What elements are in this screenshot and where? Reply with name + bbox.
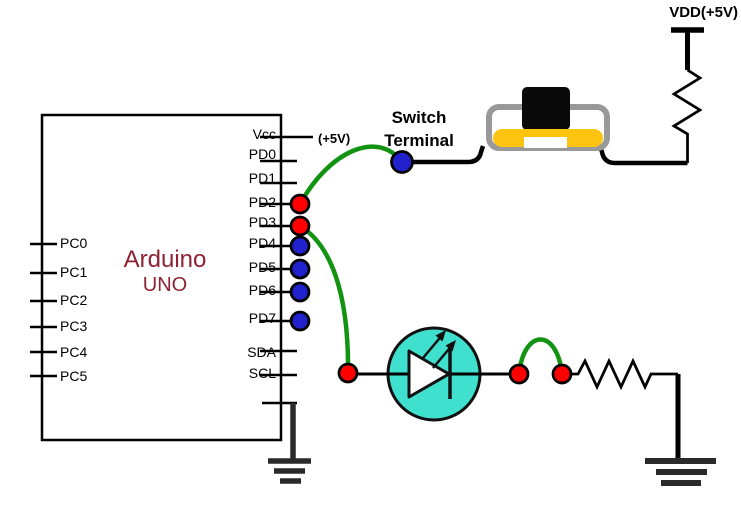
pd4-junction-dot bbox=[289, 235, 311, 257]
switch-terminal-dot bbox=[390, 150, 414, 174]
pin-label-pc3: PC3 bbox=[60, 318, 88, 334]
pin-label-sda: SDA bbox=[247, 344, 276, 360]
pd2-junction-dot bbox=[289, 193, 311, 215]
series-resistor-icon bbox=[562, 357, 678, 391]
wire-pd2-to-switch bbox=[297, 144, 405, 207]
switch-terminal-label-line2: Terminal bbox=[384, 131, 454, 150]
pin-label-pd5: PD5 bbox=[248, 259, 276, 275]
led-icon bbox=[407, 330, 456, 399]
pin-label-pc2: PC2 bbox=[60, 292, 88, 308]
pin-label-scl: SCL bbox=[248, 365, 276, 381]
pin-label-pc1: PC1 bbox=[60, 264, 88, 280]
pd3-junction-dot bbox=[289, 215, 311, 237]
pd5-junction-dot bbox=[289, 258, 311, 280]
pd6-junction-dot bbox=[289, 281, 311, 303]
switch-terminal-label-line1: Switch bbox=[391, 108, 447, 127]
pin-label-pc4: PC4 bbox=[60, 344, 88, 360]
pin-label-vcc: Vcc bbox=[252, 126, 276, 142]
pin-label-pd4: PD4 bbox=[248, 235, 276, 251]
pin-label-pd2: PD2 bbox=[248, 194, 276, 210]
chip-name-line2: UNO bbox=[142, 273, 188, 296]
led-anode-dot bbox=[337, 362, 359, 384]
switch-right-lead bbox=[597, 145, 688, 166]
pin-label-pc0: PC0 bbox=[60, 235, 88, 251]
pullup-resistor-icon bbox=[671, 68, 703, 163]
right-pin-ticks bbox=[260, 135, 313, 405]
wire-pd3-to-led bbox=[297, 223, 351, 376]
pin-label-pd7: PD7 bbox=[248, 310, 276, 326]
pin-label-pd6: PD6 bbox=[248, 282, 276, 298]
chip-name: Arduino UNO bbox=[119, 246, 211, 297]
pin-label-pd0: PD0 bbox=[248, 146, 276, 162]
vcc-supply-label: (+5V) bbox=[318, 131, 351, 146]
pd7-junction-dot bbox=[289, 310, 311, 332]
pushbutton-switch-icon bbox=[486, 87, 610, 151]
switch-left-lead bbox=[402, 145, 486, 165]
resistor-input-dot bbox=[551, 363, 573, 385]
chip-ground-icon bbox=[268, 403, 311, 484]
vdd-rail-label: VDD(+5V) bbox=[669, 4, 738, 21]
power-rail-icon bbox=[671, 27, 704, 70]
wire-led-to-resistor bbox=[516, 337, 565, 377]
chip-name-line1: Arduino bbox=[123, 246, 207, 273]
pin-label-pd1: PD1 bbox=[248, 170, 276, 186]
left-pin-ticks bbox=[30, 242, 57, 378]
pin-label-pd3: PD3 bbox=[248, 214, 276, 230]
arduino-chip-outline bbox=[40, 113, 283, 442]
pin-label-pc5: PC5 bbox=[60, 368, 88, 384]
right-ground-icon bbox=[645, 374, 716, 486]
led-cathode-dot bbox=[508, 363, 530, 385]
